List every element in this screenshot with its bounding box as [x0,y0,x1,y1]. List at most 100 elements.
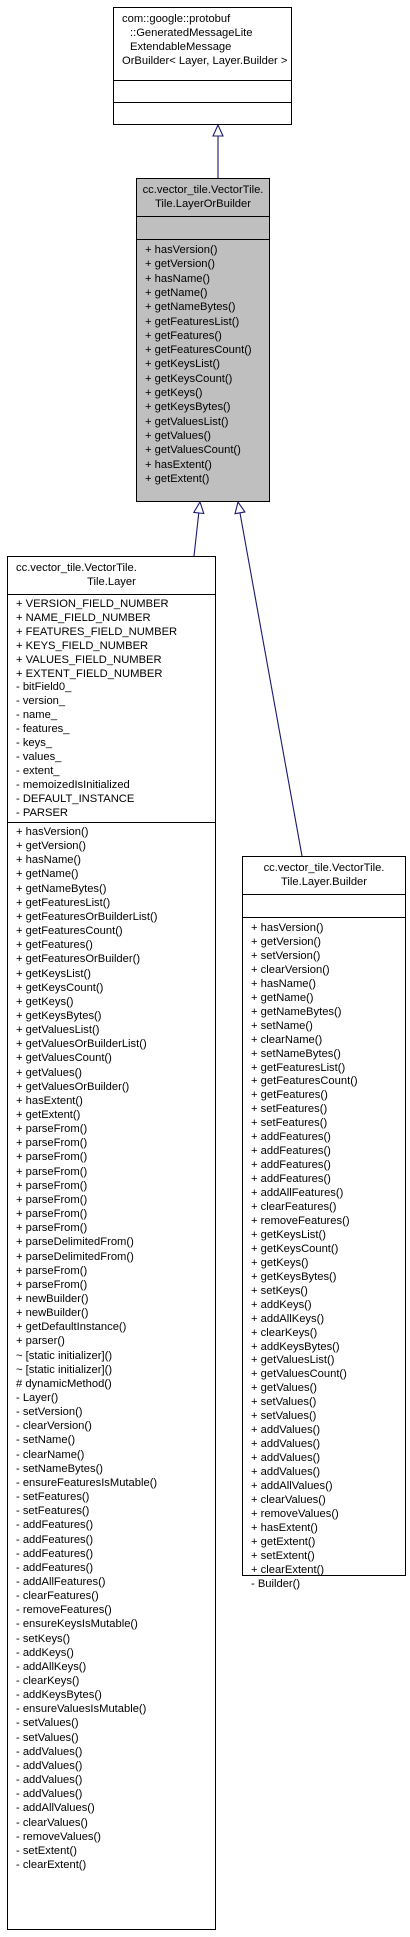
method-item[interactable]: + getExtent() [251,1535,316,1548]
method-item[interactable]: + getName() [16,868,79,881]
method-item[interactable]: + getValuesCount() [251,1368,347,1381]
method-item[interactable]: + getDefaultInstance() [16,1321,127,1334]
attribute-item[interactable]: - PARSER [16,806,69,819]
method-item[interactable]: + getExtent() [145,472,210,485]
method-item[interactable]: + getKeysList() [145,358,220,371]
method-item[interactable]: + getKeysBytes() [145,401,231,414]
method-item[interactable]: - removeValues() [16,1830,101,1843]
method-item[interactable]: - clearVersion() [16,1420,92,1433]
method-item[interactable]: - addAllKeys() [16,1660,87,1673]
method-item[interactable]: + getVersion() [251,935,321,948]
method-item[interactable]: + getKeys() [16,995,74,1008]
method-item[interactable]: + setKeys() [251,1284,308,1297]
method-item[interactable]: # dynamicMethod() [16,1377,112,1390]
method-item[interactable]: + setVersion() [251,949,321,962]
class-box-generated-message-lite-builder[interactable]: com::google::protobuf ::GeneratedMessage… [113,7,292,125]
method-item[interactable]: - ensureKeysIsMutable() [16,1618,138,1631]
method-item[interactable]: - addAllValues() [16,1802,95,1815]
method-item[interactable]: + parseFrom() [16,1208,88,1221]
method-item[interactable]: + getValues() [251,1382,318,1395]
method-item[interactable]: + parseFrom() [16,1137,88,1150]
method-item[interactable]: + getFeatures() [16,939,93,952]
method-item[interactable]: + addValues() [251,1438,321,1451]
method-item[interactable]: - ensureFeaturesIsMutable() [16,1476,158,1489]
method-item[interactable]: - addKeysBytes() [16,1689,102,1702]
method-item[interactable]: + removeValues() [251,1507,339,1520]
method-item[interactable]: + addFeatures() [251,1159,331,1172]
method-item[interactable]: + addFeatures() [251,1131,331,1144]
attribute-item[interactable]: + FEATURES_FIELD_NUMBER [16,625,178,638]
method-item[interactable]: + addKeysBytes() [251,1340,340,1353]
method-item[interactable]: + parseDelimitedFrom() [16,1236,134,1249]
method-item[interactable]: + hasExtent() [16,1094,83,1107]
method-item[interactable]: - addAllFeatures() [16,1575,106,1588]
method-item[interactable]: + getFeaturesCount() [16,925,123,938]
method-item[interactable]: + parseDelimitedFrom() [16,1250,134,1263]
method-item[interactable]: - addValues() [16,1788,83,1801]
method-item[interactable]: + parseFrom() [16,1151,88,1164]
method-item[interactable]: + getValuesCount() [16,1052,112,1065]
method-item[interactable]: + getValuesOrBuilder() [16,1080,130,1093]
method-item[interactable]: + clearFeatures() [251,1201,337,1213]
method-item[interactable]: + clearVersion() [251,963,330,976]
method-item[interactable]: + getValuesList() [145,415,229,428]
method-item[interactable]: + getValues() [16,1066,83,1079]
method-item[interactable]: + getFeaturesCount() [145,344,252,357]
method-item[interactable]: + setFeatures() [251,1103,328,1116]
method-item[interactable]: + setName() [251,1019,313,1032]
attribute-item[interactable]: + VERSION_FIELD_NUMBER [16,598,169,610]
method-item[interactable]: - addValues() [16,1759,83,1772]
method-item[interactable]: - setFeatures() [16,1491,90,1504]
method-item[interactable]: + parseFrom() [16,1264,88,1277]
method-item[interactable]: - setKeys() [16,1632,71,1645]
method-item[interactable]: + getNameBytes() [145,301,236,314]
attribute-item[interactable]: - DEFAULT_INSTANCE [16,792,135,805]
method-item[interactable]: + getFeaturesCount() [251,1075,358,1088]
method-item[interactable]: - Builder() [251,1577,301,1590]
method-item[interactable]: + setNameBytes() [251,1047,341,1060]
method-item[interactable]: + getFeaturesList() [145,315,240,328]
method-item[interactable]: + hasVersion() [16,826,89,838]
class-box-layer[interactable]: cc.vector_tile.VectorTile. Tile.Layer + … [7,556,216,1930]
attribute-item[interactable]: - version_ [16,695,66,708]
method-item[interactable]: + addValues() [251,1466,321,1479]
method-item[interactable]: + getKeysCount() [16,981,104,994]
attribute-item[interactable]: + EXTENT_FIELD_NUMBER [16,667,163,680]
method-item[interactable]: + removeFeatures() [251,1214,350,1227]
method-item[interactable]: + getVersion() [145,258,215,271]
method-item[interactable]: ~ [static initializer]() [16,1363,113,1376]
method-item[interactable]: + getKeysCount() [145,372,233,385]
method-item[interactable]: + addAllFeatures() [251,1187,344,1200]
method-item[interactable]: - addValues() [16,1745,83,1758]
method-item[interactable]: + parseFrom() [16,1123,88,1136]
method-item[interactable]: + parseFrom() [16,1278,88,1291]
method-item[interactable]: + setExtent() [251,1549,315,1562]
method-item[interactable]: + getValuesOrBuilderList() [16,1038,147,1051]
method-item[interactable]: + getKeys() [145,387,203,399]
method-item[interactable]: + setValues() [251,1410,317,1423]
method-item[interactable]: + hasVersion() [145,244,218,256]
method-item[interactable]: + getExtent() [16,1109,81,1121]
attribute-item[interactable]: + VALUES_FIELD_NUMBER [16,653,162,666]
method-item[interactable]: - addKeys() [16,1646,74,1659]
method-item[interactable]: + addValues() [251,1452,321,1465]
method-item[interactable]: - addValues() [16,1774,83,1787]
method-item[interactable]: + getName() [145,286,208,299]
method-item[interactable]: + getValuesList() [251,1354,335,1367]
method-item[interactable]: - setExtent() [16,1844,77,1857]
method-item[interactable]: - ensureValuesIsMutable() [16,1703,147,1716]
method-item[interactable]: + clearValues() [251,1493,326,1506]
method-item[interactable]: + getNameBytes() [251,1005,342,1018]
method-item[interactable]: - addFeatures() [16,1519,94,1532]
attribute-item[interactable]: + NAME_FIELD_NUMBER [16,611,151,624]
method-item[interactable]: + getFeaturesOrBuilder() [16,953,141,966]
method-item[interactable]: + getKeysList() [251,1228,326,1241]
method-item[interactable]: + addAllKeys() [251,1312,325,1325]
attribute-item[interactable]: - name_ [16,709,58,722]
method-item[interactable]: + getKeysCount() [251,1242,339,1255]
method-item[interactable]: - setNameBytes() [16,1462,104,1475]
method-item[interactable]: + getFeatures() [251,1089,328,1102]
method-item[interactable]: + getKeysBytes() [251,1270,337,1283]
method-item[interactable]: + clearKeys() [251,1326,318,1339]
attribute-item[interactable]: - extent_ [16,764,60,777]
